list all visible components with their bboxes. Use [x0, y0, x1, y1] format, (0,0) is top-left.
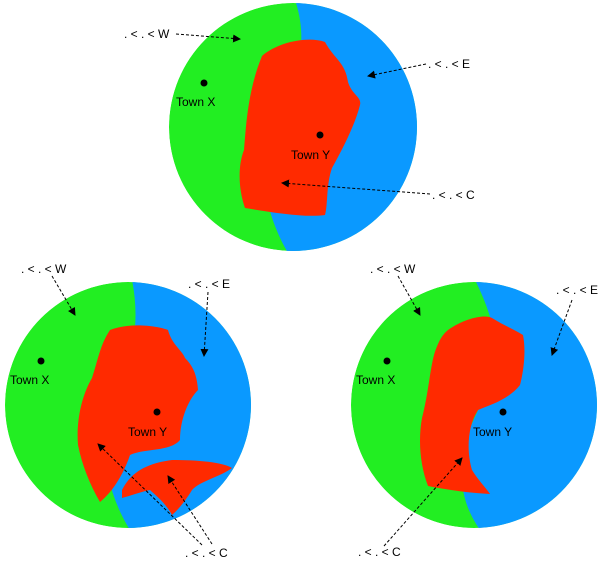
town-x-dot — [200, 79, 208, 87]
core-label: . < . < C — [358, 545, 401, 559]
core-leader-line-b — [167, 475, 213, 545]
diagram-top: Town X Town Y . < . < W . < . < E . < . … — [124, 3, 475, 251]
core-leader-line-a — [97, 443, 203, 546]
diagram-bottom-right: Town X Town Y . < . < W . < . < E . < . … — [351, 262, 598, 559]
town-y-label: Town Y — [473, 425, 512, 439]
core-zone — [420, 316, 525, 494]
west-leader-line — [397, 275, 421, 316]
town-x-dot — [37, 357, 45, 365]
east-label: . < . < E — [556, 283, 598, 297]
west-leader-line — [51, 275, 76, 316]
west-label: . < . < W — [124, 27, 170, 41]
core-zone — [239, 39, 361, 216]
west-label: . < . < W — [370, 262, 416, 276]
town-x-dot — [383, 357, 391, 365]
town-y-dot — [499, 408, 507, 416]
core-zone — [77, 325, 198, 502]
east-label: . < . < E — [428, 57, 470, 71]
town-x-label: Town X — [356, 373, 395, 387]
east-leader-line — [200, 291, 209, 357]
town-y-label: Town Y — [291, 148, 330, 162]
west-leader-line — [175, 33, 241, 43]
town-y-label: Town Y — [128, 425, 167, 439]
east-label: . < . < E — [188, 277, 230, 291]
core-label: . < . < C — [185, 546, 228, 560]
town-y-dot — [153, 408, 161, 416]
core-zone-outlier — [122, 460, 232, 515]
town-y-dot — [316, 131, 324, 139]
diagram-bottom-left: Town X Town Y . < . < W . < . < E . < . … — [5, 262, 251, 560]
core-label: . < . < C — [432, 188, 475, 202]
town-x-label: Town X — [176, 95, 215, 109]
town-x-label: Town X — [10, 373, 49, 387]
core-leader-line — [383, 457, 463, 547]
east-zone — [460, 282, 597, 528]
west-label: . < . < W — [21, 262, 67, 276]
